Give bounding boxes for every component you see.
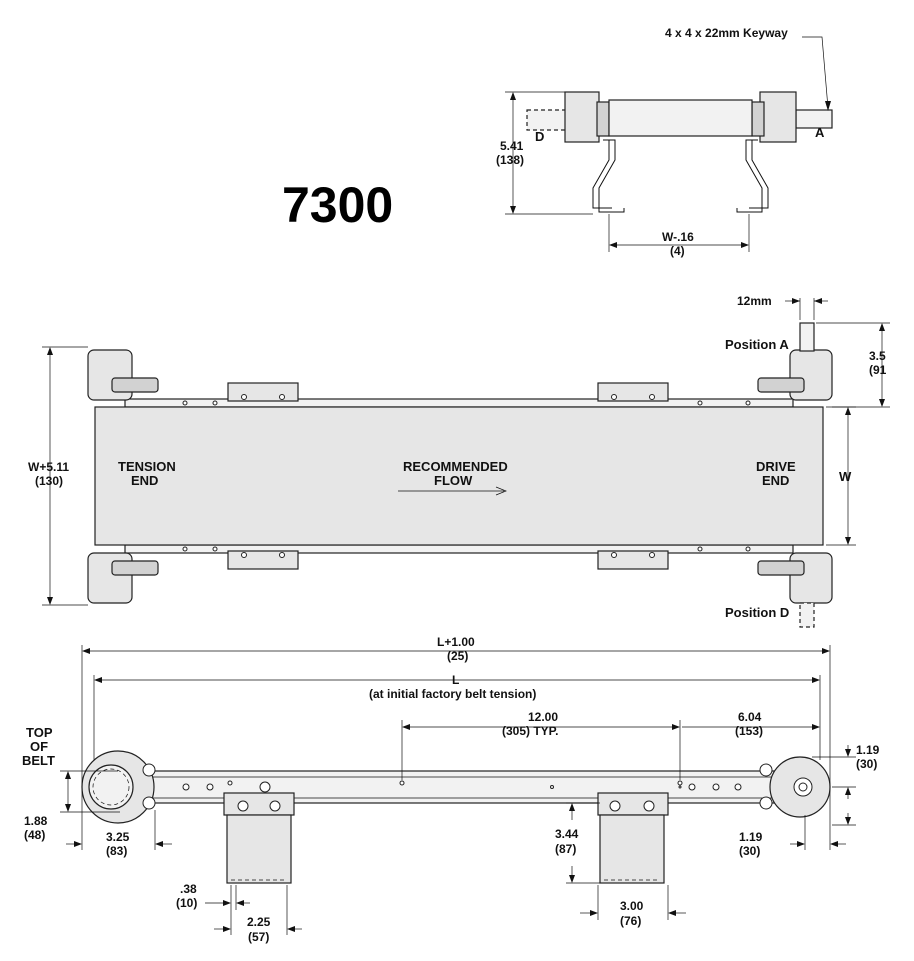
- top-view: TENSION END RECOMMENDED FLOW DRIVE END 1…: [28, 294, 890, 628]
- stand-head-1: [223, 792, 295, 816]
- end-height-mm: (138): [496, 153, 524, 167]
- frame-height-mm: (48): [24, 828, 45, 842]
- overall-length-in: L+1.00: [437, 635, 475, 649]
- stand-height-mm: (87): [555, 842, 576, 856]
- end-cap-right: [759, 91, 797, 143]
- overall-width-in: W+5.11: [28, 460, 69, 474]
- bracket-right: [749, 139, 769, 209]
- model-number: 7300: [282, 177, 393, 233]
- flow-label-2: FLOW: [434, 473, 473, 488]
- shaft-position-d: [799, 602, 815, 628]
- drive-ext-mm: (30): [739, 844, 760, 858]
- tension-end-label-2: END: [131, 473, 158, 488]
- end-pos-a: A: [815, 125, 825, 140]
- stand-width2-in: 3.00: [620, 899, 644, 913]
- mount-block-4: [597, 550, 669, 570]
- slot-mm: (10): [176, 896, 197, 910]
- end-view: 4 x 4 x 22mm Keyway A D 5.41 (138) W-.16…: [496, 26, 833, 258]
- end-cap-left: [564, 91, 600, 143]
- end-offset-in: 6.04: [738, 710, 762, 724]
- stand-leg-2: [599, 814, 665, 884]
- length-note: (at initial factory belt tension): [369, 687, 536, 701]
- mount-block-3: [227, 550, 299, 570]
- slot-in: .38: [180, 882, 197, 896]
- tension-end-label-1: TENSION: [118, 459, 176, 474]
- end-width-mm: (4): [670, 244, 685, 258]
- rail-bottom: [124, 544, 794, 554]
- stand-leg-1: [226, 814, 292, 884]
- bearing-left: [596, 101, 610, 137]
- end-height-in: 5.41: [500, 139, 524, 153]
- flow-label-1: RECOMMENDED: [403, 459, 508, 474]
- end-width-in: W-.16: [662, 230, 694, 244]
- bearing-right: [751, 101, 765, 137]
- top-of-belt-1: TOP: [26, 725, 53, 740]
- rail-top: [124, 398, 794, 408]
- overall-length-mm: (25): [447, 649, 468, 663]
- stand-width2-mm: (76): [620, 914, 641, 928]
- top-offset-in: 1.19: [856, 743, 880, 757]
- keyway-label: 4 x 4 x 22mm Keyway: [665, 26, 788, 40]
- shaft-position-a: [799, 322, 815, 352]
- stand-height-in: 3.44: [555, 827, 579, 841]
- belt-width-label: W: [839, 469, 852, 484]
- overall-width-mm: (130): [35, 474, 63, 488]
- spacing-mm: (305) TYP.: [502, 724, 558, 738]
- mount-block-1: [227, 382, 299, 402]
- frame-height-in: 1.88: [24, 814, 48, 828]
- drive-end-label-1: DRIVE: [756, 459, 796, 474]
- stand-width-mm: (57): [248, 930, 269, 944]
- stand-head-2: [597, 792, 669, 816]
- length-in: L: [452, 673, 459, 687]
- top-of-belt-3: BELT: [22, 753, 55, 768]
- shaft-width-label: 12mm: [737, 294, 772, 308]
- shaft-right: [795, 109, 833, 129]
- top-of-belt-2: OF: [30, 739, 48, 754]
- top-offset-mm: (30): [856, 757, 877, 771]
- belt-body: [94, 406, 824, 546]
- end-pos-d: D: [535, 129, 544, 144]
- shaft-len-in: 3.5: [869, 349, 886, 363]
- stand-width-in: 2.25: [247, 915, 271, 929]
- side-view: L+1.00 (25) L (at initial factory belt t…: [22, 635, 880, 944]
- spacing-in: 12.00: [528, 710, 558, 724]
- shaft-len-mm: (91: [869, 363, 887, 377]
- shaft-left: [526, 109, 572, 131]
- belt-roll: [608, 99, 753, 137]
- end-offset-mm: (153): [735, 724, 763, 738]
- drive-end-label-2: END: [762, 473, 789, 488]
- mount-block-2: [597, 382, 669, 402]
- position-a-label: Position A: [725, 337, 789, 352]
- position-d-label: Position D: [725, 605, 789, 620]
- tension-ext-mm: (83): [106, 844, 127, 858]
- bracket-left: [592, 139, 612, 209]
- tension-ext-in: 3.25: [106, 830, 130, 844]
- drive-ext-in: 1.19: [739, 830, 763, 844]
